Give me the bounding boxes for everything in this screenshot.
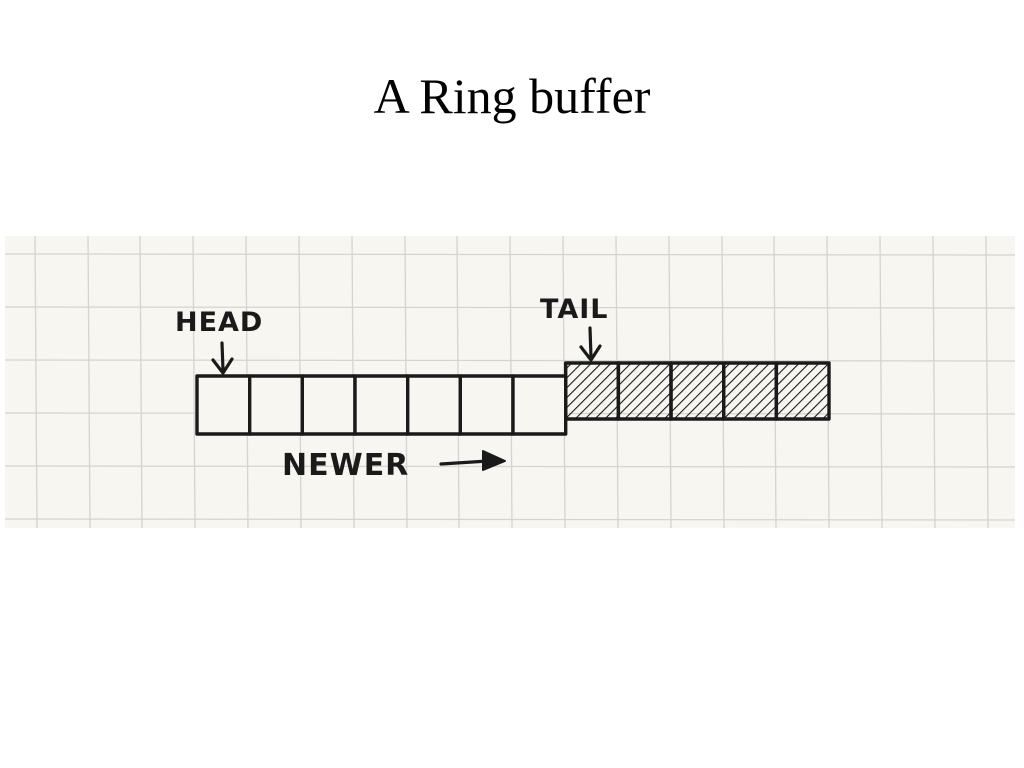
newer-arrow-icon: [439, 450, 506, 471]
buffer-slot-empty: [458, 374, 515, 436]
grid-line-vertical: [139, 236, 143, 528]
grid-line-horizontal: [5, 306, 1015, 309]
newer-label: NEWER: [282, 448, 409, 483]
tail-label: TAIL: [540, 294, 608, 325]
buffer-slot-empty: [300, 374, 357, 436]
grid-line-horizontal: [5, 518, 1015, 521]
grid-line-horizontal: [5, 359, 1015, 362]
buffer-slot-filled: [564, 361, 621, 421]
buffer-slot-empty: [406, 374, 463, 436]
buffer-slot-empty: [195, 374, 252, 436]
head-arrow-icon: [211, 341, 234, 375]
grid-line-vertical: [879, 236, 883, 528]
grid-line-vertical: [985, 236, 989, 528]
buffer-slot-filled: [616, 361, 673, 421]
grid-line-horizontal: [5, 253, 1015, 256]
buffer-slot-filled: [722, 361, 779, 421]
tail-arrow-icon: [579, 326, 602, 362]
head-label: HEAD: [175, 307, 263, 338]
buffer-slot-empty: [247, 374, 305, 436]
grid-line-vertical: [34, 236, 38, 528]
grid-line-horizontal: [5, 465, 1015, 468]
slide-title: A Ring buffer: [373, 68, 651, 124]
ring-buffer-sketch: HEAD TAIL NEWER: [5, 236, 1015, 528]
ring-buffer-diagram: HEAD TAIL NEWER: [5, 236, 1015, 528]
grid-line-vertical: [87, 236, 91, 528]
grid-line-vertical: [932, 236, 936, 528]
buffer-slot-empty: [511, 374, 568, 436]
grid-line-vertical: [192, 236, 196, 528]
buffer-slot-filled: [669, 361, 726, 421]
buffer-slot-empty: [353, 374, 410, 436]
ring-buffer-slots: [195, 361, 831, 436]
buffer-slot-filled: [774, 361, 831, 421]
